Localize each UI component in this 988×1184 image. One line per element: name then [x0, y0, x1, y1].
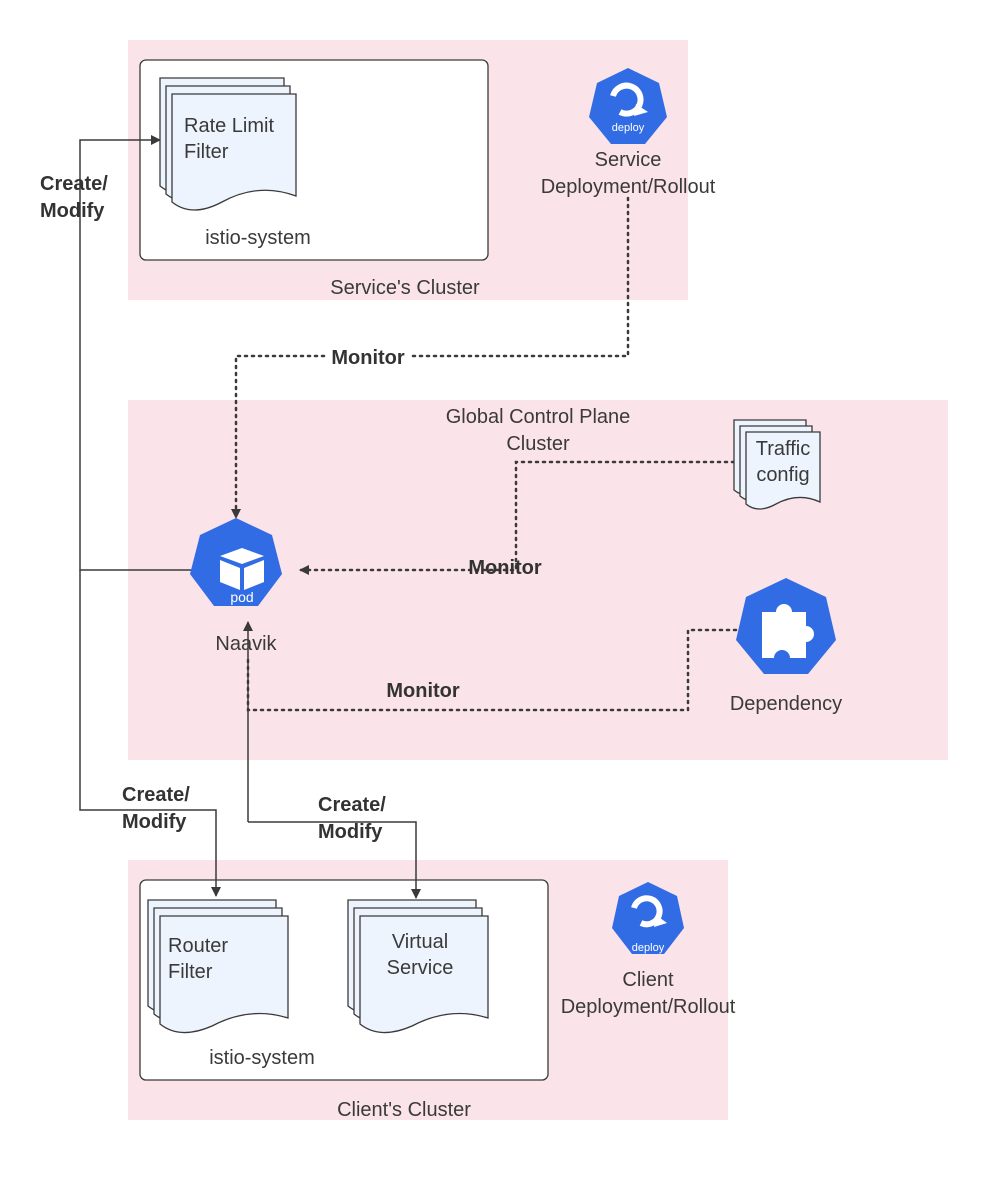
- monitor-service-label-bg: [326, 344, 410, 368]
- rate-limit-filter-doc[interactable]: Rate Limit Filter: [159, 77, 297, 211]
- create-modify-service-label-1: Create/: [40, 173, 108, 195]
- create-modify-virtual-label-2: Modify: [318, 821, 383, 843]
- service-deploy-label-1: Service: [595, 149, 662, 171]
- client-deploy-label-1: Client: [622, 969, 674, 991]
- dependency-icon[interactable]: [736, 578, 836, 674]
- service-deploy-icon[interactable]: deploy: [589, 68, 667, 144]
- traffic-config-label-1: Traffic: [756, 438, 810, 460]
- global-cluster-label-2: Cluster: [506, 433, 570, 455]
- router-filter-label-1: Router: [168, 935, 228, 957]
- naavik-label: Naavik: [215, 633, 277, 655]
- edge-monitor-service-deploy: [231, 196, 630, 520]
- router-filter-label-2: Filter: [168, 961, 213, 983]
- naavik-pod-icon-text: pod: [230, 589, 253, 605]
- client-namespace-label: istio-system: [209, 1047, 315, 1069]
- edge-create-modify-virtual-service: [248, 821, 421, 899]
- service-deploy-icon-text: deploy: [612, 122, 645, 134]
- edge-monitor-traffic-config: [298, 460, 736, 575]
- edge-monitor-dependency: [246, 628, 738, 712]
- client-cluster-label: Client's Cluster: [337, 1099, 471, 1121]
- edge-create-modify-rate-limit: [79, 135, 196, 571]
- create-modify-router-label-2: Modify: [122, 811, 187, 833]
- create-modify-virtual-label-1: Create/: [318, 794, 386, 816]
- service-namespace-label: istio-system: [205, 227, 311, 249]
- service-deploy-label-2: Deployment/Rollout: [541, 176, 716, 198]
- virtual-service-label-1: Virtual: [392, 931, 448, 953]
- traffic-config-label-2: config: [756, 464, 809, 486]
- naavik-pod-icon[interactable]: pod: [190, 518, 282, 606]
- create-modify-router-label-1: Create/: [122, 784, 190, 806]
- virtual-service-doc[interactable]: Virtual Service: [347, 899, 489, 1034]
- global-cluster-label-1: Global Control Plane: [446, 406, 631, 428]
- dependency-label: Dependency: [730, 693, 842, 715]
- edge-create-modify-router-filter: [79, 570, 221, 897]
- traffic-config-doc[interactable]: Traffic config: [733, 419, 821, 510]
- rate-limit-filter-label-2: Filter: [184, 141, 229, 163]
- client-deploy-icon-text: deploy: [632, 942, 665, 954]
- client-deploy-icon[interactable]: deploy: [612, 882, 684, 954]
- service-cluster-label: Service's Cluster: [330, 277, 480, 299]
- rate-limit-filter-label-1: Rate Limit: [184, 115, 274, 137]
- router-filter-doc[interactable]: Router Filter: [147, 899, 289, 1034]
- virtual-service-label-2: Service: [387, 957, 454, 979]
- monitor-dependency-label: Monitor: [386, 680, 460, 702]
- monitor-traffic-label: Monitor: [468, 557, 542, 579]
- monitor-service-label: Monitor: [331, 347, 405, 369]
- client-deploy-label-2: Deployment/Rollout: [561, 996, 736, 1018]
- create-modify-service-label-2: Modify: [40, 200, 105, 222]
